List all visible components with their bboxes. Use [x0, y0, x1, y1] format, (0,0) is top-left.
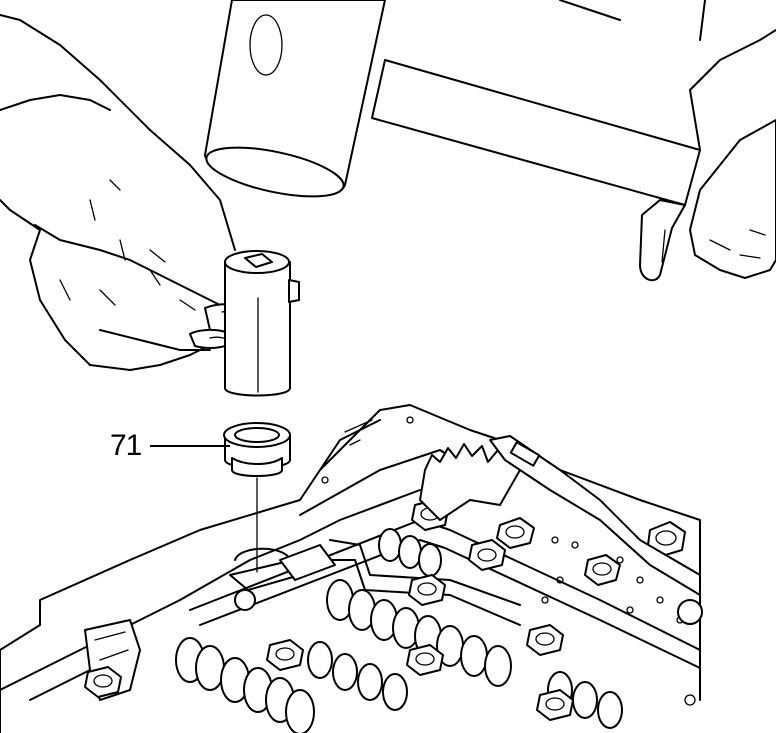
detent-lever [419, 435, 701, 596]
callout-71: 71 [110, 429, 230, 462]
plate-holes [234, 416, 703, 706]
left-hand [0, 14, 256, 371]
mallet [204, 0, 701, 206]
right-hand [559, 0, 776, 282]
installer-tool [224, 250, 300, 397]
valve-body-assembly [0, 404, 703, 733]
plug-component [223, 422, 291, 477]
callout-number: 71 [110, 429, 142, 462]
spool-valves [175, 528, 623, 733]
plug-bore [229, 544, 336, 591]
